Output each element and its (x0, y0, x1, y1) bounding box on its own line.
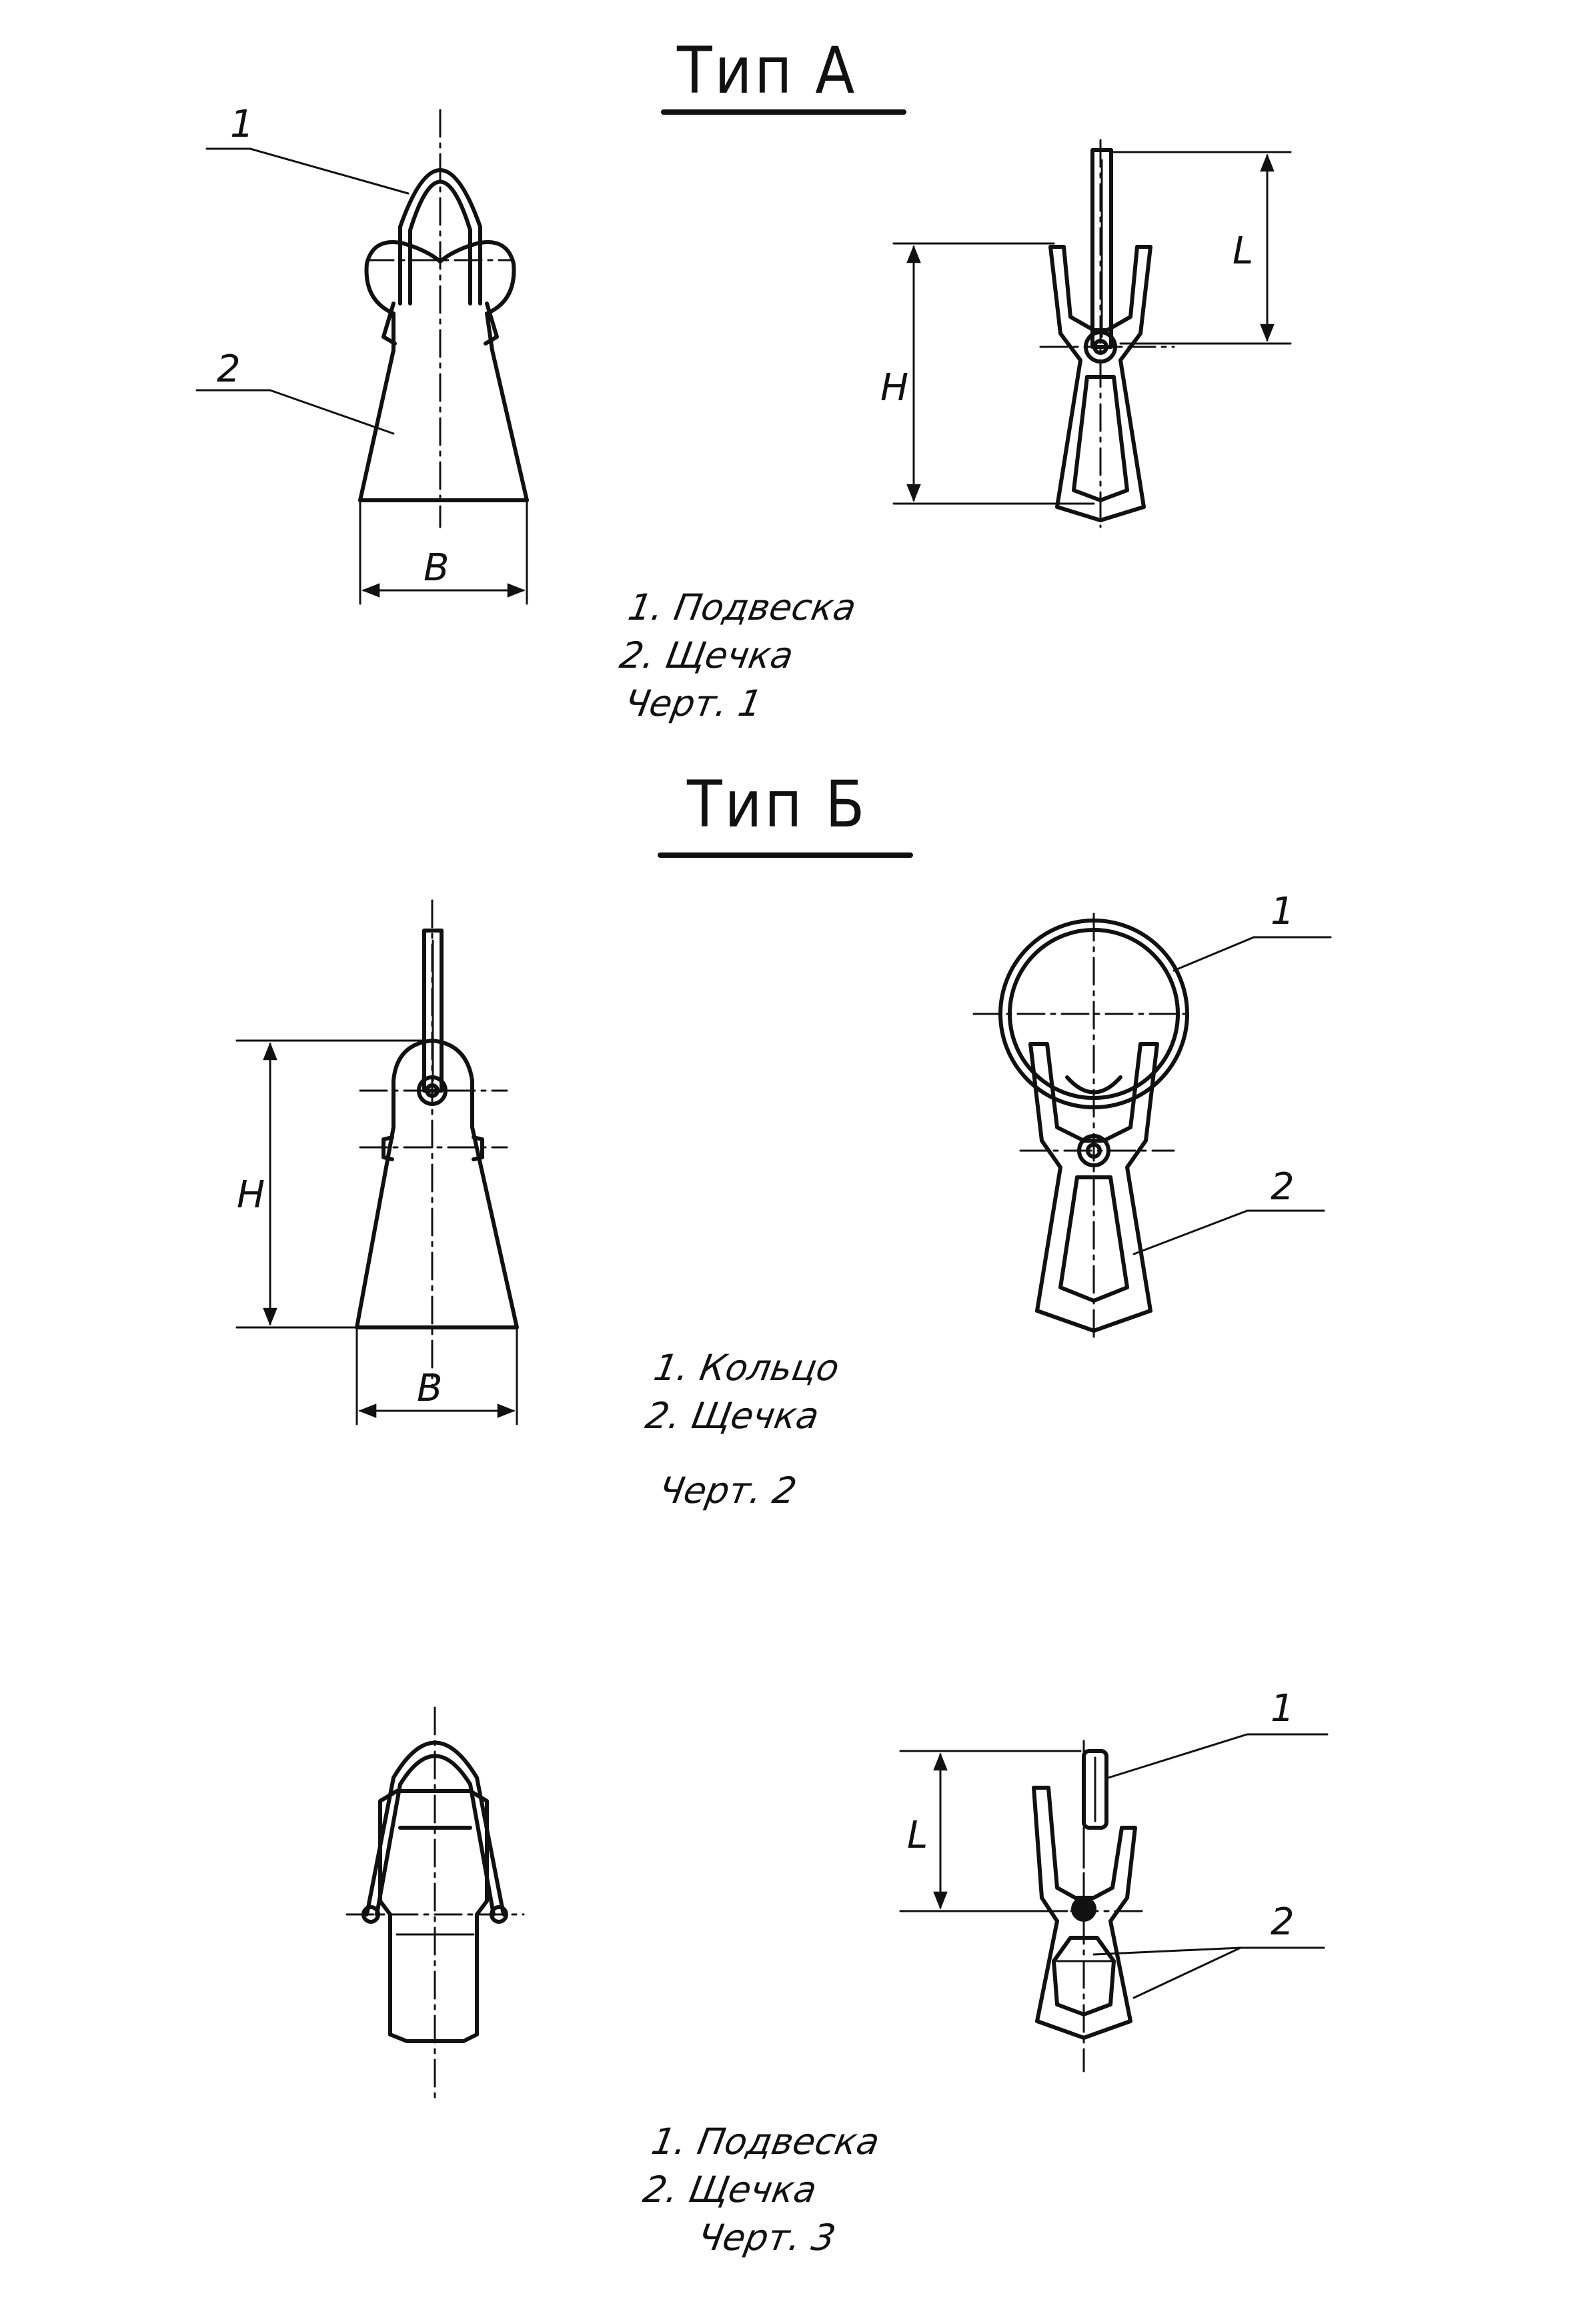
fig3-item-1: 1. Подвеска (648, 2121, 883, 2163)
fig1-callout-1: 1 (230, 103, 254, 146)
type-a-title: Тип А (677, 33, 857, 108)
fig1-front-view: В 1 2 (195, 103, 529, 605)
fig2-callout-2: 2 (1271, 1165, 1295, 1209)
fig2-side-view: 1 2 (972, 890, 1332, 1342)
fig2-callout-1: 1 (1271, 890, 1295, 933)
fig1-item-2: 2. Щечка (616, 634, 797, 676)
fig1-callout-2: 2 (217, 348, 241, 391)
fig2-front-view: Н В (235, 899, 519, 1425)
fig2-item-2: 2. Щечка (642, 1395, 822, 1437)
fig2-legend: 1. Кольцо 2. Щечка Черт. 2 (628, 1344, 842, 1515)
fig1-legend: 1. Подвеска 2. Щечка Черт. 1 (608, 584, 860, 728)
fig1-side-view: Н L (880, 139, 1292, 528)
fig2-item-1: 1. Кольцо (650, 1347, 843, 1389)
fig2-caption: Черт. 2 (656, 1470, 800, 1512)
fig3-side-view: L 1 2 (899, 1687, 1329, 2073)
fig1-height-label: Н (880, 366, 908, 410)
fig3-callout-2: 2 (1271, 1900, 1295, 1944)
fig1-width-label: В (424, 546, 449, 590)
fig2-width-label: В (417, 1367, 442, 1410)
fig1-item-1: 1. Подвеска (625, 586, 860, 628)
fig3-length-label: L (907, 1814, 928, 1857)
fig3-legend: 1. Подвеска 2. Щечка Черт. 3 (631, 2118, 883, 2262)
fig2-height-label: Н (237, 1173, 265, 1217)
fig3-caption: Черт. 3 (694, 2217, 839, 2259)
fig1-length-label: L (1233, 229, 1253, 273)
fig3-callout-1: 1 (1271, 1687, 1295, 1730)
fig3-front-view (345, 1706, 525, 2103)
fig3-item-2: 2. Щечка (640, 2169, 820, 2211)
fig1-caption: Черт. 1 (621, 682, 766, 724)
type-b-title: Тип Б (687, 767, 868, 842)
